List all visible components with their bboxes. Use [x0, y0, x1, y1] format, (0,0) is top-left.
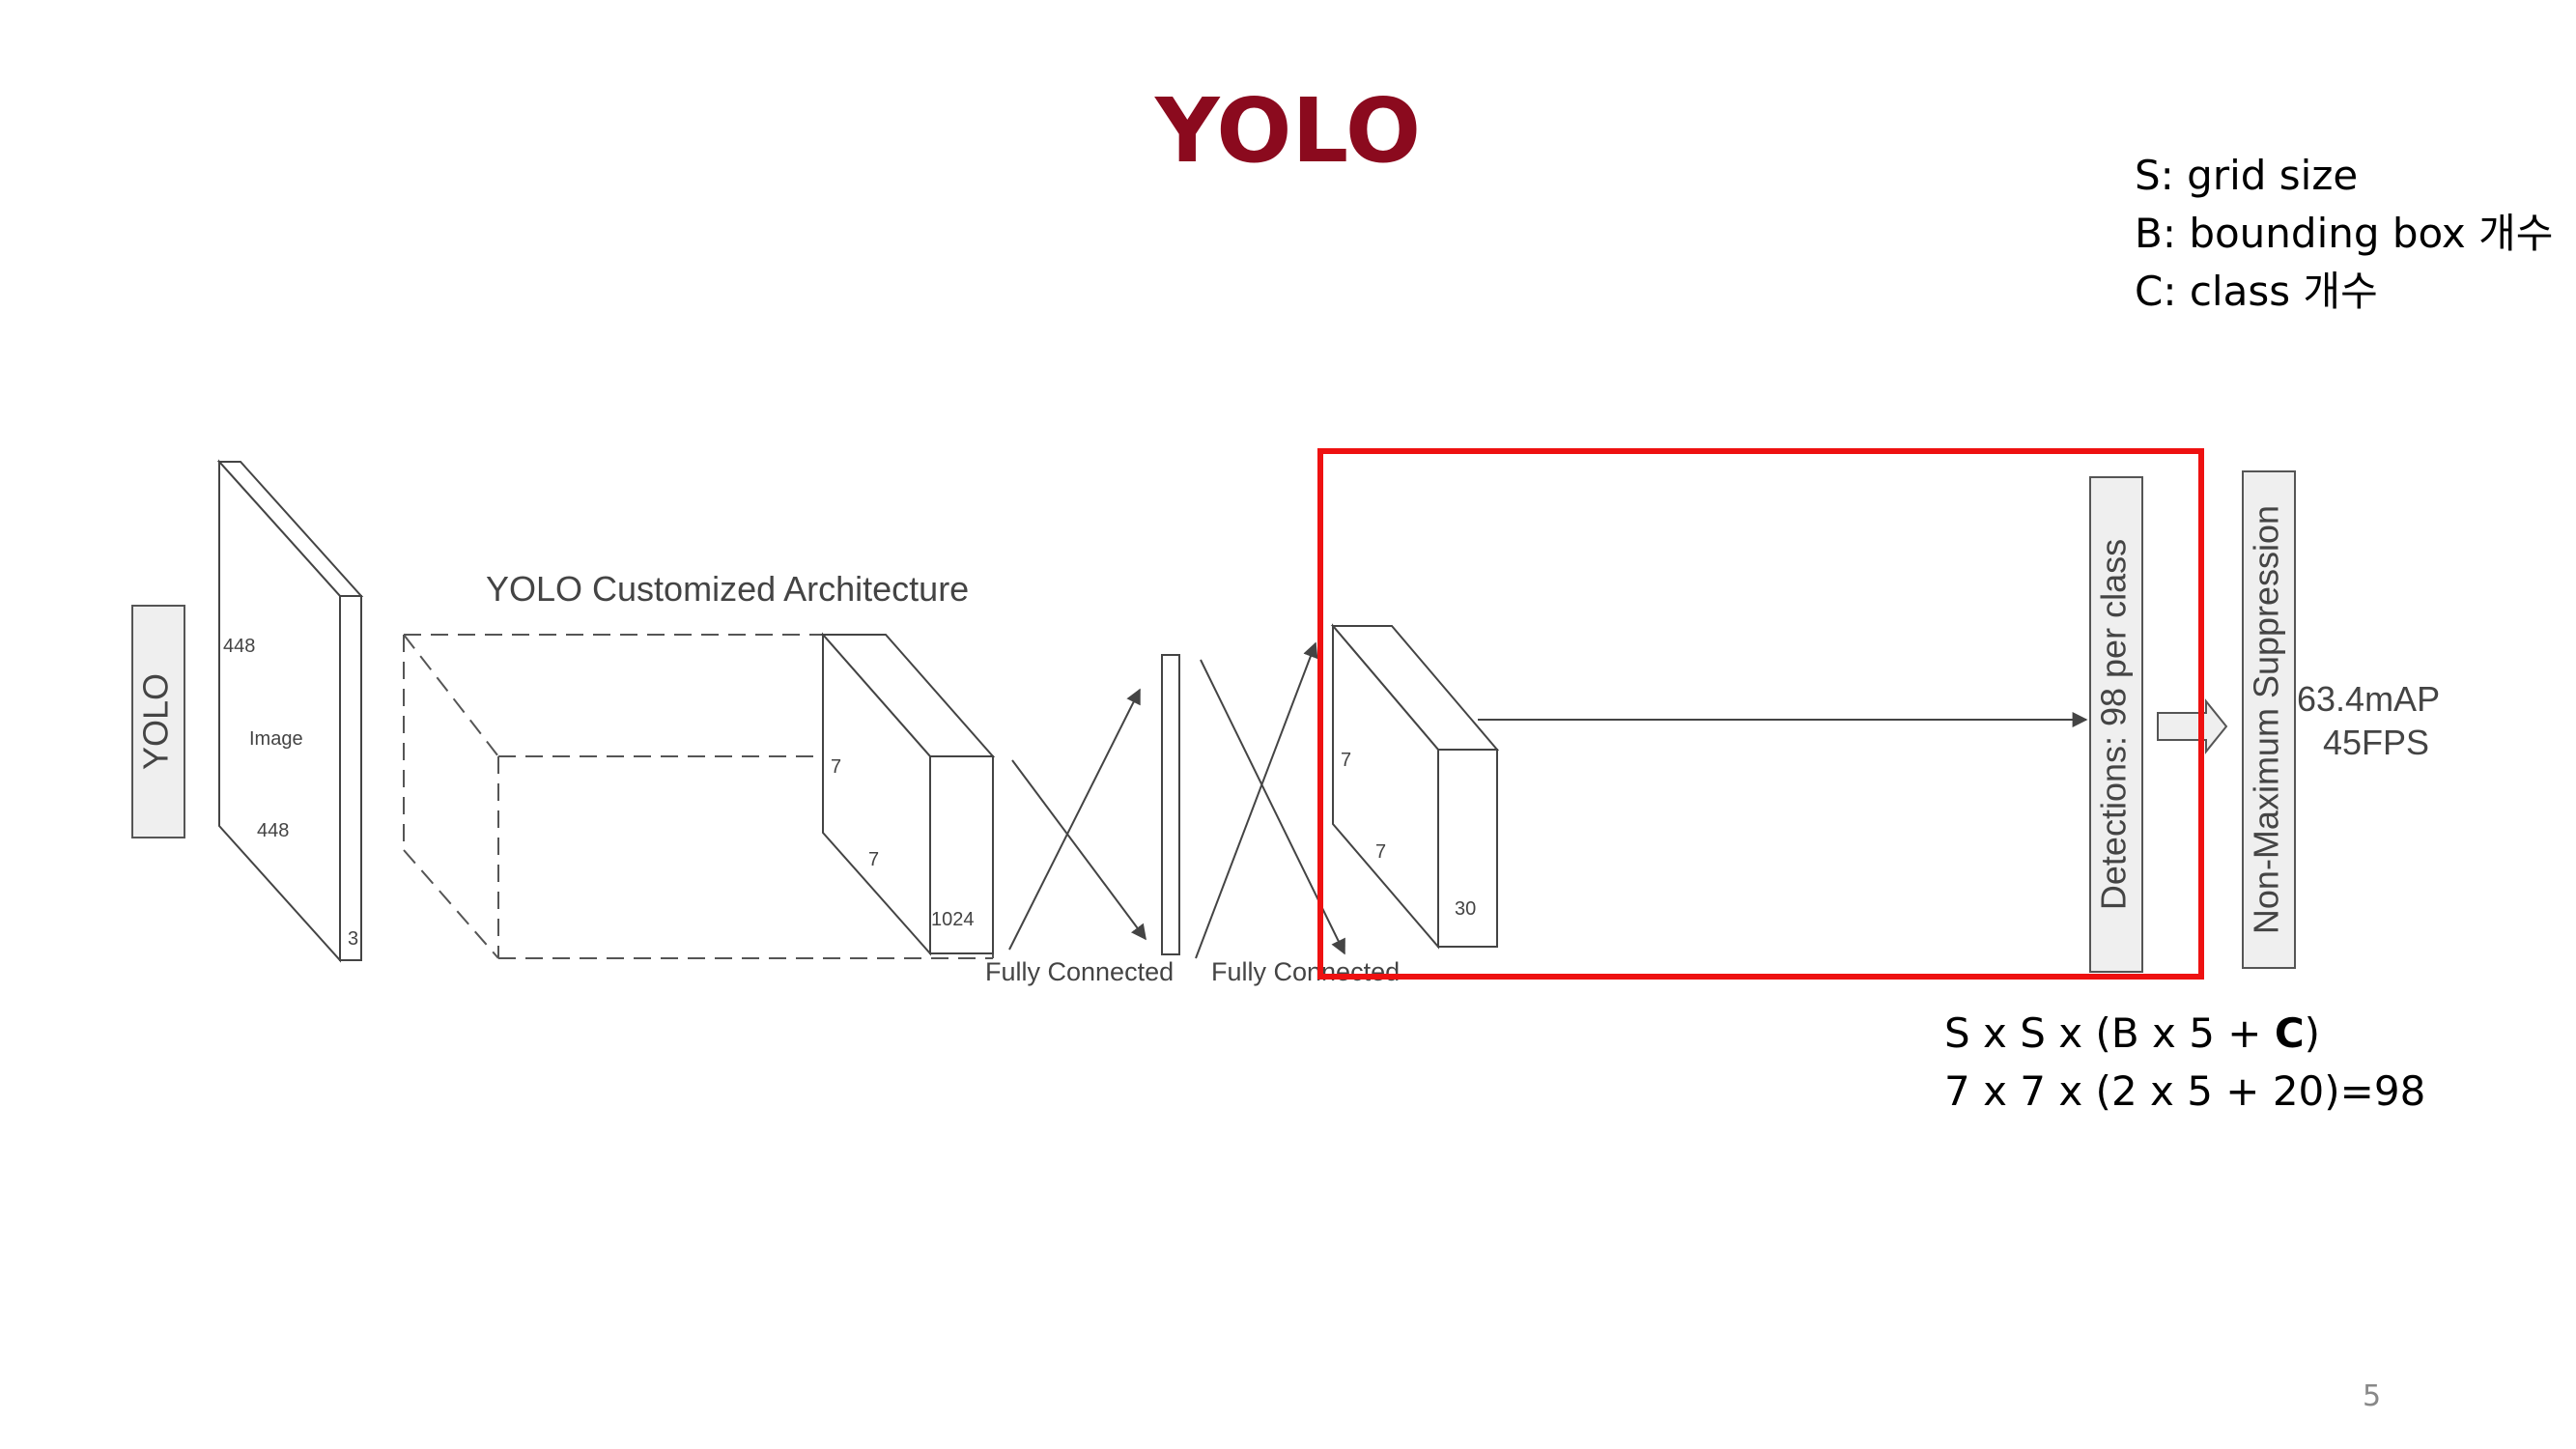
variable-legend: S: grid size B: bounding box 개수 C: class… [2135, 147, 2553, 321]
output-width-label: 7 [1375, 841, 1386, 863]
image-depth-label: 3 [348, 928, 358, 950]
feature-depth-label: 1024 [931, 909, 975, 930]
detections-label: Detections: 98 per class [2094, 539, 2134, 910]
feature-block [820, 632, 996, 956]
fc-layer-bar [1161, 654, 1180, 955]
fc1-arrows [1008, 688, 1146, 951]
slide-title: YOLO [1154, 79, 1422, 183]
yolo-side-box: YOLO [131, 605, 185, 838]
legend-bounding-box: B: bounding box 개수 [2135, 210, 2554, 257]
feature-width-label: 7 [868, 849, 879, 870]
detections-box: Detections: 98 per class [2089, 476, 2143, 973]
image-block [216, 459, 364, 963]
highlight-box [1317, 448, 2204, 980]
feature-height-label: 7 [831, 756, 841, 778]
output-block [1330, 623, 1500, 950]
architecture-label: YOLO Customized Architecture [486, 569, 969, 609]
formula-general: S x S x (B x 5 + C) [1944, 1009, 2321, 1057]
fc1-label: Fully Connected [985, 957, 1174, 986]
result-map: 63.4mAP [2297, 679, 2440, 719]
detections-formula: S x S x (B x 5 + C) 7 x 7 x (2 x 5 + 20)… [1944, 1005, 2425, 1121]
fc2-label: Fully Connected [1211, 957, 1400, 986]
nms-box: Non-Maximum Suppression [2242, 470, 2296, 969]
nms-label: Non-Maximum Suppression [2247, 505, 2286, 934]
formula-numeric: 7 x 7 x (2 x 5 + 20)=98 [1944, 1067, 2426, 1115]
image-width-label: 448 [257, 820, 289, 841]
image-name-label: Image [249, 728, 303, 750]
nms-block-arrow [2157, 698, 2228, 754]
legend-class: C: class 개수 [2135, 268, 2378, 315]
output-height-label: 7 [1341, 750, 1351, 771]
output-depth-label: 30 [1455, 898, 1476, 920]
yolo-side-label: YOLO [136, 673, 176, 770]
result-fps: 45FPS [2323, 723, 2429, 762]
image-height-label: 448 [223, 636, 255, 657]
legend-grid-size: S: grid size [2135, 152, 2359, 199]
formula-c-bold: C [2274, 1009, 2305, 1057]
page-number: 5 [2363, 1379, 2382, 1413]
